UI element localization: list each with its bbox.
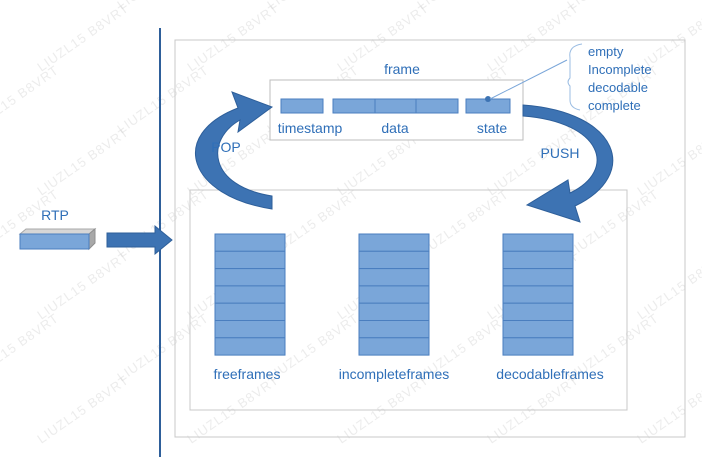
data-field-segment xyxy=(374,98,417,114)
frame-slot xyxy=(214,250,286,270)
frame-lists: freeframes incompleteframes decodableframe… xyxy=(214,233,604,382)
frame-slot xyxy=(358,337,430,356)
state-label: state xyxy=(477,120,508,136)
frame-list: freeframes xyxy=(214,233,286,382)
frame-slot xyxy=(502,233,574,252)
frame-slot xyxy=(358,250,430,270)
rtp-label: RTP xyxy=(41,207,69,223)
frame-slot xyxy=(358,285,430,304)
rtp-block-top xyxy=(18,228,97,235)
watermark-text: LIUZL15 B8VRT xyxy=(34,248,131,322)
outer-container xyxy=(174,39,686,438)
pop-arrow xyxy=(195,91,274,210)
state-option: decodable xyxy=(588,80,648,95)
state-callout-connector xyxy=(489,59,568,100)
timestamp-field xyxy=(280,98,324,114)
state-option: Incomplete xyxy=(588,62,652,77)
watermark-text: LIUZL15 B8VRT xyxy=(0,0,62,12)
rtp-block xyxy=(19,233,90,250)
push-arrow xyxy=(522,104,614,223)
state-option: empty xyxy=(588,44,624,59)
rtp-arrow xyxy=(106,224,173,256)
frame-slot xyxy=(502,250,574,270)
frame-slot xyxy=(214,337,286,356)
data-field-segment xyxy=(332,98,376,114)
frame-slot xyxy=(214,302,286,322)
frame-slot xyxy=(214,285,286,304)
data-label: data xyxy=(381,120,408,136)
frame-slot xyxy=(214,268,286,287)
frame-list-label: incompleteframes xyxy=(339,366,450,382)
watermark-text: LIUZL15 B8VRT xyxy=(34,124,131,198)
watermark-text: LIUZL15 B8VRT xyxy=(114,62,211,136)
state-option: complete xyxy=(588,98,641,113)
frame-slot xyxy=(358,233,430,252)
watermark-text: LIUZL15 B8VRT xyxy=(184,372,281,446)
watermark-text: LIUZL15 B8VRT xyxy=(634,372,702,446)
state-callout-bracket xyxy=(567,43,583,111)
watermark-text: LIUZL15 B8VRT xyxy=(634,124,702,198)
pop-label: POP xyxy=(211,139,241,155)
frame-slot xyxy=(214,233,286,252)
watermark-text: LIUZL15 B8VRT xyxy=(0,62,62,136)
push-label: PUSH xyxy=(541,145,580,161)
watermark-text: LIUZL15 B8VRT xyxy=(34,0,131,74)
frame-slot xyxy=(502,320,574,339)
frame-list: incompleteframes xyxy=(339,233,450,382)
state-dot xyxy=(485,96,491,102)
frame-slot xyxy=(502,302,574,322)
data-field-segment xyxy=(415,98,459,114)
watermark-text: LIUZL15 B8VRT xyxy=(484,0,581,74)
frame-list-label: freeframes xyxy=(214,366,281,382)
frame-slot xyxy=(502,285,574,304)
frame-slot xyxy=(214,320,286,339)
watermark-text: LIUZL15 B8VRT xyxy=(114,186,211,260)
frame-slot xyxy=(502,337,574,356)
frame-slot xyxy=(358,302,430,322)
frame-title: frame xyxy=(384,61,420,77)
frame-slot xyxy=(358,320,430,339)
watermark-text: LIUZL15 B8VRT xyxy=(0,310,62,384)
watermark-text: LIUZL15 B8VRT xyxy=(184,0,281,74)
watermark-text: LIUZL15 B8VRT xyxy=(34,372,131,446)
frame-list-label: decodableframes xyxy=(496,366,603,382)
frame-slot xyxy=(502,268,574,287)
watermark-text: LIUZL15 B8VRT xyxy=(634,248,702,322)
watermark-text: LIUZL15 B8VRT xyxy=(334,372,431,446)
frame-slot xyxy=(358,268,430,287)
watermark-text: LIUZL15 B8VRT xyxy=(484,372,581,446)
lists-container xyxy=(189,189,628,411)
timestamp-label: timestamp xyxy=(278,120,343,136)
frame-list: decodableframes xyxy=(496,233,604,382)
watermark-text: LIUZL15 B8VRT xyxy=(114,310,211,384)
